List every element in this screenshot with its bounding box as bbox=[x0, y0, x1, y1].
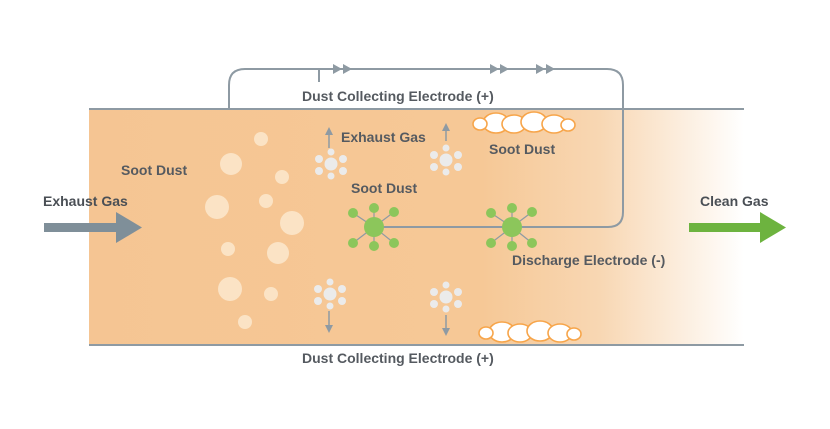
current-flow-arrows bbox=[333, 64, 555, 74]
top-electrode-label: Dust Collecting Electrode (+) bbox=[302, 88, 494, 104]
exhaust-gas-inlet-arrow bbox=[44, 212, 142, 243]
exhaust-gas-inlet-label: Exhaust Gas bbox=[43, 193, 128, 209]
clean-gas-outlet-arrow bbox=[689, 212, 786, 243]
particle-motion-arrows bbox=[325, 123, 450, 336]
clean-gas-outlet-label: Clean Gas bbox=[700, 193, 769, 209]
soot-dust-label-center: Soot Dust bbox=[351, 180, 417, 196]
soot-dust-label-right: Soot Dust bbox=[489, 141, 555, 157]
soot-dust-particles bbox=[205, 132, 304, 329]
exhaust-gas-mid-label: Exhaust Gas bbox=[341, 129, 426, 145]
circuit-wire bbox=[228, 68, 624, 228]
bottom-electrode-label: Dust Collecting Electrode (+) bbox=[302, 350, 494, 366]
soot-dust-label-left: Soot Dust bbox=[121, 162, 187, 178]
discharge-electrode-label: Discharge Electrode (-) bbox=[512, 252, 665, 268]
